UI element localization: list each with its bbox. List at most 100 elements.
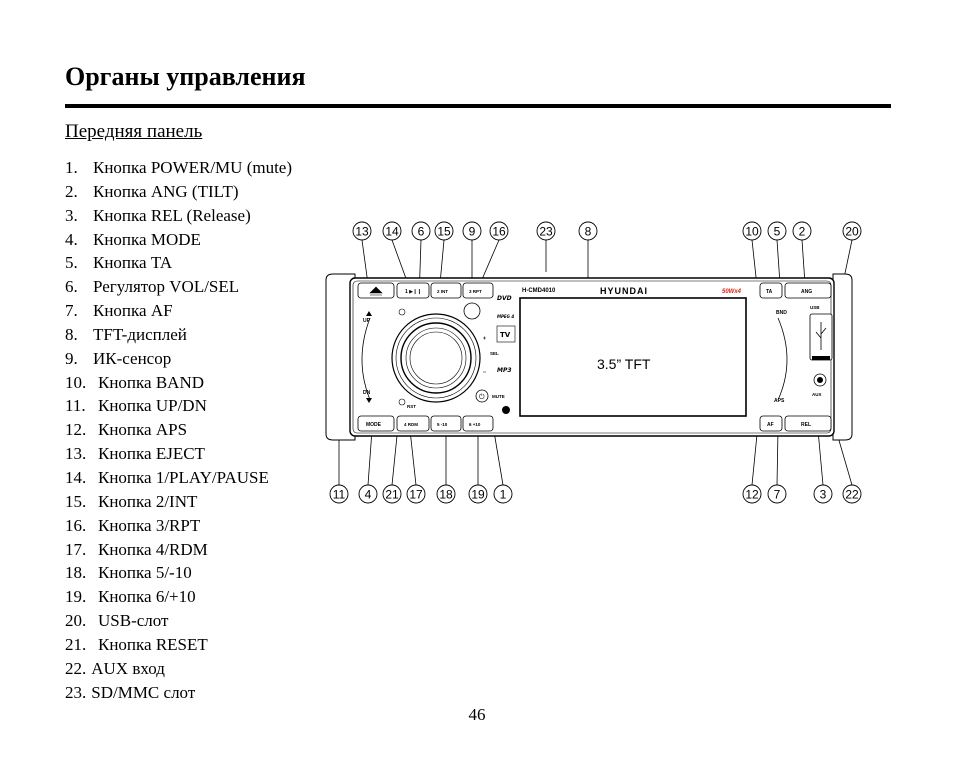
power-icon: ⏻ (479, 393, 485, 401)
callout-22: 22 (842, 484, 862, 504)
item-number: 7. (65, 301, 78, 321)
item-number: 10. (65, 372, 87, 392)
key-1-label: 1 ▶❙❙ (405, 289, 421, 295)
tft-screen-label: 3.5” TFT (597, 356, 651, 372)
item-number: 22. (65, 658, 87, 678)
item-number: 15. (65, 491, 87, 511)
list-item: 16.Кнопка 3/RPT (65, 514, 292, 538)
list-item: 8. TFT-дисплей (65, 323, 292, 347)
item-text: AUX вход (91, 658, 165, 678)
svg-text:12: 12 (745, 488, 759, 502)
callout-16: 16 (489, 221, 509, 241)
item-text: Кнопка TA (93, 253, 173, 273)
svg-text:9: 9 (469, 225, 476, 239)
svg-text:4: 4 (365, 488, 372, 502)
svg-text:3: 3 (820, 488, 827, 502)
eject-icon (369, 286, 383, 296)
list-item: 6.Регулятор VOL/SEL (65, 275, 292, 299)
ir-sensor (463, 302, 481, 320)
callout-3: 3 (813, 484, 833, 504)
item-text: Кнопка REL (Release) (93, 205, 251, 225)
svg-text:10: 10 (745, 225, 759, 239)
callout-23: 23 (536, 221, 556, 241)
item-text: Кнопка UP/DN (98, 396, 207, 416)
item-text: Кнопка APS (98, 420, 188, 440)
callout-8: 8 (578, 221, 598, 241)
callout-18: 18 (436, 484, 456, 504)
svg-text:13: 13 (355, 225, 369, 239)
callouts-top: 13 14 6 15 9 16 23 8 10 5 2 20 (352, 221, 862, 241)
callout-17: 17 (406, 484, 426, 504)
item-text: Кнопка 3/RPT (98, 515, 201, 535)
svg-text:17: 17 (409, 488, 423, 502)
dn-label: DN (363, 390, 371, 396)
list-item: 9. ИК-сенсор (65, 347, 292, 371)
ta-label: TA (766, 289, 773, 295)
item-text: Кнопка POWER/MU (mute) (93, 158, 293, 177)
callout-12: 12 (742, 484, 762, 504)
item-number: 11. (65, 396, 86, 416)
item-text: Кнопка 1/PLAY/PAUSE (98, 467, 269, 487)
item-text: SD/MMC слот (91, 682, 196, 702)
callout-9: 9 (462, 221, 482, 241)
svg-text:23: 23 (539, 225, 553, 239)
svg-text:16: 16 (492, 225, 506, 239)
svg-text:2: 2 (799, 225, 806, 239)
controls-list: 1. Кнопка POWER/MU (mute) 2.Кнопка ANG (T… (65, 156, 292, 704)
item-text: USB-слот (98, 611, 169, 631)
item-text: Кнопка AF (93, 301, 173, 321)
radio-front-panel: 1 ▶❙❙ 2 INT 3 RPT TA ANG MODE 4 RDM 5 -1… (325, 273, 853, 441)
rel-label: REL (801, 422, 811, 428)
power-rating: 50Wx4 (722, 289, 742, 295)
item-text: ИК-сенсор (93, 348, 172, 368)
svg-text:14: 14 (385, 225, 399, 239)
svg-text:18: 18 (439, 488, 453, 502)
item-number: 3. (65, 205, 78, 225)
callout-4: 4 (358, 484, 378, 504)
item-number: 19. (65, 587, 87, 607)
list-item: 2.Кнопка ANG (TILT) (65, 180, 292, 204)
item-number: 18. (65, 563, 87, 583)
list-item: 3. Кнопка REL (Release) (65, 204, 292, 228)
rst-label: RST (407, 404, 416, 409)
list-item: 5.Кнопка TA (65, 251, 292, 275)
callout-21: 21 (382, 484, 402, 504)
list-item: 14.Кнопка 1/PLAY/PAUSE (65, 466, 292, 490)
item-number: 1. (65, 158, 78, 177)
list-item: 10.Кнопка BAND (65, 371, 292, 395)
svg-text:21: 21 (385, 488, 399, 502)
item-number: 8. (65, 324, 78, 344)
list-item: 7. Кнопка AF (65, 299, 292, 323)
usb-icon (815, 322, 827, 350)
sel-label: SEL (490, 351, 499, 356)
mpeg4-logo: MPEG 4 (497, 314, 514, 319)
item-number: 9. (65, 348, 78, 368)
ang-label: ANG (801, 289, 812, 295)
mp3-logo: MP3 (497, 367, 512, 374)
af-label: AF (767, 422, 774, 428)
callout-14: 14 (382, 221, 402, 241)
list-item: 20.USB-слот (65, 609, 292, 633)
item-text: Кнопка 2/INT (98, 491, 198, 511)
callout-15: 15 (434, 221, 454, 241)
key-6-label: 6 +10 (469, 422, 481, 427)
down-arrow-icon (366, 398, 372, 403)
callout-10: 10 (742, 221, 762, 241)
svg-text:20: 20 (845, 225, 859, 239)
item-text: TFT-дисплей (93, 324, 187, 344)
list-item: 13.Кнопка EJECT (65, 442, 292, 466)
list-item: 11. Кнопка UP/DN (65, 394, 292, 418)
mode-label: MODE (366, 422, 382, 428)
item-text: Кнопка RESET (98, 634, 208, 654)
key-3-label: 3 RPT (469, 289, 482, 294)
list-item: 15. Кнопка 2/INT (65, 490, 292, 514)
item-number: 4. (65, 229, 78, 249)
item-text: Кнопка 5/-10 (98, 563, 192, 583)
callout-2: 2 (792, 221, 812, 241)
tft-display (519, 297, 747, 417)
section-subtitle: Передняя панель (65, 121, 203, 142)
reset-hole (398, 398, 406, 406)
disc-logo (502, 406, 510, 414)
callout-11: 11 (329, 484, 349, 504)
